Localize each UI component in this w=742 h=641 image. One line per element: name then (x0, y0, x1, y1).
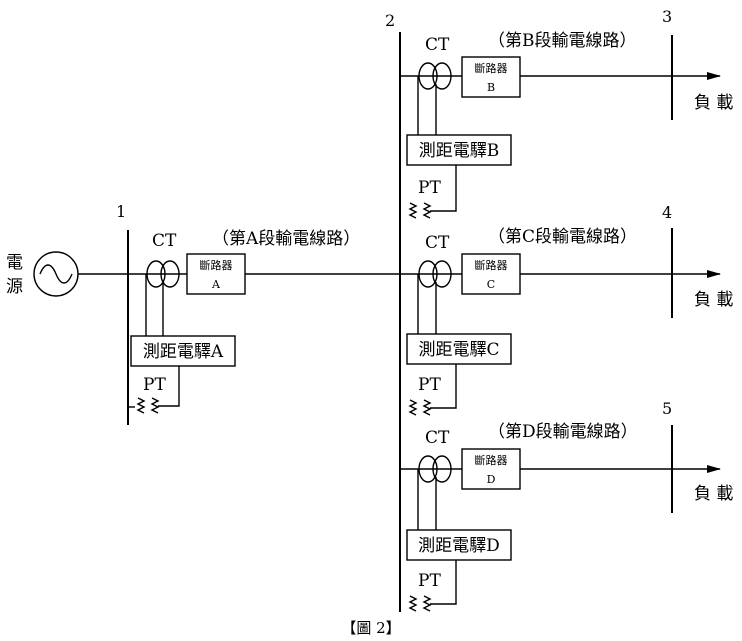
bus-3-number: 3 (662, 7, 672, 26)
breaker-b (461, 56, 521, 98)
breaker-c (461, 253, 521, 295)
pt-a-label: PT (143, 375, 166, 395)
breaker-a: 斷路器 A (186, 253, 246, 295)
relay-a-label: 測距電驛A (143, 342, 224, 362)
breaker-c-title: 斷路器 (475, 259, 508, 272)
pt-a: PT (128, 366, 180, 414)
pt-b-label: PT (418, 178, 441, 198)
relay-b-label: 測距電驛B (419, 141, 500, 161)
pt-c-coil-icon (408, 399, 418, 416)
relay-c-label: 測距電驛C (418, 340, 499, 360)
breaker-a-title: 斷路器 (200, 259, 233, 272)
ct-a-label: CT (152, 231, 177, 251)
breaker-d-title: 斷路器 (475, 454, 508, 467)
segment-b-label: （第B段輸電線路） (488, 31, 637, 51)
relay-a: 測距電驛A (130, 335, 236, 367)
breaker-d (461, 448, 521, 490)
figure-caption: 【圖 2】 (341, 619, 400, 637)
ct-c-label: CT (425, 233, 450, 253)
breaker-a-letter: A (211, 278, 221, 291)
bus-5-number: 5 (662, 399, 672, 418)
sine-wave-icon (39, 264, 73, 284)
source-label-top: 電 (6, 253, 23, 273)
bus-2-number: 2 (385, 11, 395, 30)
segment-d-label: （第D段輸電線路） (488, 422, 638, 442)
ct-a: CT (145, 231, 180, 336)
source-label-bottom: 源 (6, 277, 23, 297)
relay-d (406, 529, 512, 561)
ct-b-coil-icon (418, 62, 438, 90)
load-d-label: 負 載 (694, 484, 733, 504)
load-c-label: 負 載 (694, 290, 733, 310)
power-source: 電 源 (6, 251, 79, 297)
ct-d-coil-icon (418, 455, 438, 483)
pt-a-coil-icon (136, 397, 146, 414)
pt-d-coil-icon (408, 595, 418, 612)
breaker-b-title: 斷路器 (475, 62, 508, 75)
pt-c-label: PT (418, 375, 441, 395)
segment-a-label: （第A段輸電線路） (212, 229, 360, 249)
load-b-label: 負 載 (694, 93, 733, 113)
ct-c-coil-icon (418, 260, 438, 288)
segment-c-label: （第C段輸電線路） (488, 227, 637, 247)
relay-b (406, 134, 512, 166)
bus-4-number: 4 (662, 203, 672, 222)
breaker-b-letter: B (487, 81, 495, 94)
breaker-d-letter: D (487, 473, 496, 486)
breaker-c-letter: C (487, 278, 495, 291)
ct-b-label: CT (425, 35, 450, 55)
ct-a-coil-icon-2 (160, 260, 180, 288)
bus-1-number: 1 (116, 202, 126, 221)
pt-b-coil-icon (408, 202, 418, 219)
ct-d-label: CT (425, 428, 450, 448)
ct-a-coil-icon (146, 260, 166, 288)
relay-c (406, 333, 512, 365)
relay-d-label: 測距電驛D (418, 536, 500, 556)
pt-d-label: PT (418, 571, 441, 591)
